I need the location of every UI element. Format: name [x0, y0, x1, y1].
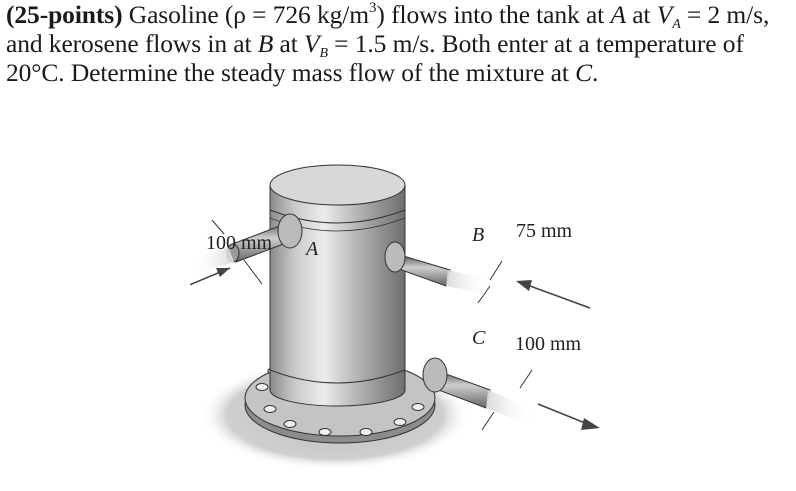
problem-text: = 2 m/s, and kerosene flows in at: [6, 0, 770, 58]
point-label-c: C: [472, 327, 486, 349]
point-label-a: A: [306, 238, 319, 260]
velocity-a-symbol: V: [656, 0, 673, 29]
velocity-b-subscript: B: [319, 46, 328, 61]
point-b-ref: B: [257, 29, 274, 58]
problem-statement: (25-points) Gasoline (ρ = 726 kg/m3) flo…: [6, 0, 796, 87]
problem-text: Gasoline (ρ = 726 kg/m: [122, 0, 369, 29]
dimension-label-a: 100 mm: [206, 232, 273, 254]
tank-illustration: [181, 164, 600, 470]
points-label: (25-points): [6, 0, 123, 29]
point-c-ref: C: [575, 58, 593, 87]
tank-figure: 100 mm A B 75 mm C 100 mm: [181, 160, 610, 486]
velocity-b-symbol: V: [303, 29, 320, 58]
density-exponent: 3: [369, 0, 377, 16]
problem-text: ) flows into the tank at: [376, 0, 611, 29]
bolt-holes: [255, 367, 425, 436]
outflow-arrow-c: [581, 418, 600, 430]
problem-text: = 1.5 m/s. Both enter at a temperature o…: [6, 29, 744, 87]
point-a-ref: A: [610, 0, 626, 29]
dimension-lines: [211, 219, 533, 431]
inflow-arrow-a: [216, 268, 230, 277]
problem-text: at: [625, 0, 657, 29]
dimension-label-b: 75 mm: [516, 220, 573, 242]
problem-text: .: [592, 58, 599, 87]
problem-text: at: [273, 29, 304, 58]
inflow-arrow-b: [516, 280, 532, 291]
tank-top: [269, 164, 406, 206]
dimension-label-c: 100 mm: [515, 333, 582, 355]
velocity-a-subscript: A: [672, 17, 681, 32]
point-label-b: B: [472, 224, 485, 246]
